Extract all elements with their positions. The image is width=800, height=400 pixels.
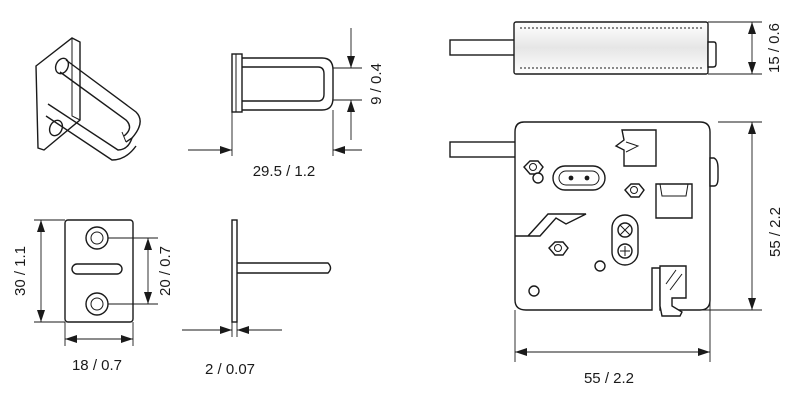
lock-top-view: 15 / 0.6 [449,21,783,75]
lock-thickness-label: 15 / 0.6 [766,23,783,73]
hole-spacing-label: 20 / 0.7 [157,246,174,296]
holder-width-label: 9 / 0.4 [368,63,385,105]
striker-side-view: 9 / 0.4 29.5 / 1.2 [188,28,385,180]
lock-height-label: 55 / 2.2 [767,207,784,257]
striker-isometric-view [35,37,141,161]
striker-profile-view: 2 / 0.07 [182,219,332,378]
plate-width-label: 18 / 0.7 [72,357,122,374]
plate-thickness-label: 2 / 0.07 [205,361,255,378]
lock-front-view: 55 / 2.2 55 / 2.2 [449,121,784,387]
lock-width-label: 55 / 2.2 [584,370,634,387]
striker-front-view: 30 / 1.1 20 / 0.7 18 / 0.7 [12,219,174,374]
plate-height-label: 30 / 1.1 [12,246,29,296]
holder-depth-label: 29.5 / 1.2 [253,163,316,180]
